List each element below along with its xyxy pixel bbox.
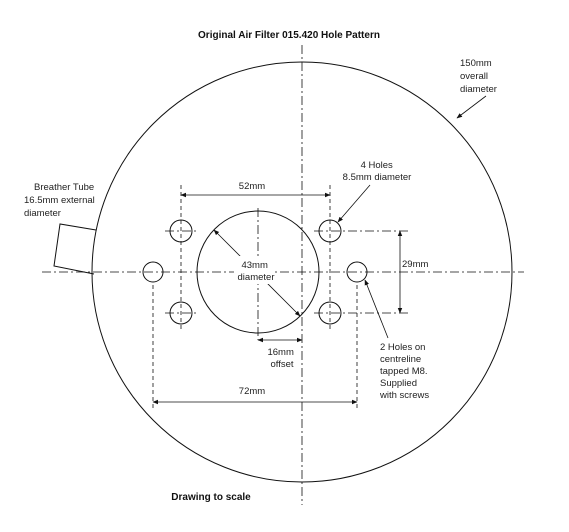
breather-label-line-3: diameter — [24, 208, 61, 219]
dimension-43mm-label-line-1: 43mm — [241, 260, 267, 271]
two-holes-label-line-3: tapped M8. — [380, 366, 428, 377]
four-holes-label-line-1: 4 Holes — [361, 160, 393, 171]
two-holes-label-line-5: with screws — [379, 390, 429, 401]
dimension-52mm-label: 52mm — [239, 181, 265, 192]
dimension-72mm-label: 72mm — [239, 386, 265, 397]
m8-hole-right — [346, 261, 368, 283]
breather-tube — [53, 223, 97, 275]
breather-label-line-2: 16.5mm external — [24, 195, 95, 206]
four-holes-label: 4 Holes 8.5mm diameter — [343, 160, 412, 183]
four-holes-leader — [337, 184, 371, 223]
footer-note: Drawing to scale — [171, 492, 251, 503]
dimension-16mm-label: 16mm offset — [267, 347, 296, 370]
drawing-title: Original Air Filter 015.420 Hole Pattern — [198, 30, 380, 41]
dimension-16mm-label-line-2: offset — [270, 359, 293, 370]
overall-label-line-3: diameter — [460, 84, 497, 95]
dimension-29mm-label: 29mm — [402, 259, 428, 270]
two-holes-label: 2 Holes on centreline tapped M8. Supplie… — [379, 342, 430, 401]
overall-label-line-2: overall — [460, 71, 488, 82]
breather-label: Breather Tube 16.5mm external diameter — [24, 182, 97, 219]
two-m8-holes-group — [142, 261, 368, 410]
two-holes-leader — [364, 279, 389, 339]
two-holes-label-line-4: Supplied — [380, 378, 417, 389]
four-holes-group — [165, 185, 410, 330]
dimension-43mm-label: 43mm diameter — [238, 260, 275, 283]
m8-hole-left — [142, 261, 164, 283]
overall-diameter-leader — [456, 95, 487, 119]
two-holes-label-line-2: centreline — [380, 354, 421, 365]
four-holes-label-line-2: 8.5mm diameter — [343, 172, 412, 183]
breather-label-line-1: Breather Tube — [34, 182, 94, 193]
dimension-16mm-label-line-1: 16mm — [267, 347, 293, 358]
overall-diameter-label: 150mm overall diameter — [460, 58, 497, 95]
two-holes-label-line-1: 2 Holes on — [380, 342, 425, 353]
dimension-43mm-label-line-2: diameter — [238, 272, 275, 283]
overall-label-line-1: 150mm — [460, 58, 492, 69]
